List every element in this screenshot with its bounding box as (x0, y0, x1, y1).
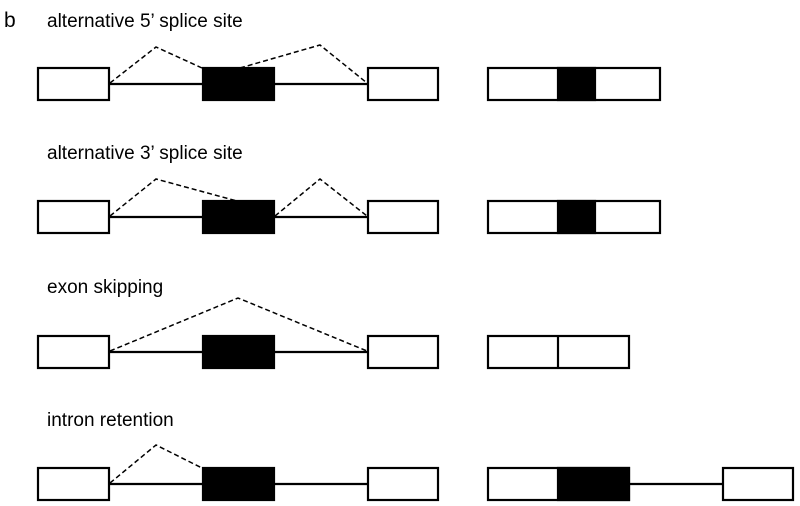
row-exon-skipping: exon skipping (36, 277, 631, 370)
splice-junction (274, 178, 368, 217)
exon-constitutive (366, 334, 440, 370)
splice-junction (109, 444, 203, 484)
row-alt-5-splice-site: alternative 5’ splice site (36, 11, 662, 102)
retained-intron (556, 466, 631, 502)
pre-mrna (36, 44, 440, 102)
exon-alternative (201, 334, 276, 370)
exon-alternative (556, 66, 597, 102)
exon-constitutive (36, 334, 111, 370)
pre-mrna (36, 297, 440, 370)
panel-label: b (4, 9, 16, 32)
mature-mrna (486, 466, 795, 502)
exon-constitutive (366, 199, 440, 235)
row-label: intron retention (47, 410, 174, 431)
exon-constitutive (721, 466, 795, 502)
exon-alternative (201, 199, 276, 235)
exon-constitutive (366, 466, 440, 502)
mature-mrna (486, 334, 631, 370)
pre-mrna (36, 444, 440, 502)
row-label: alternative 5’ splice site (47, 11, 243, 32)
row-alt-3-splice-site: alternative 3’ splice site (36, 143, 662, 235)
exon-constitutive (366, 66, 440, 102)
exon-alternative (201, 66, 276, 102)
splice-junction (109, 46, 203, 84)
exon-constitutive (36, 199, 111, 235)
retained-intron (201, 466, 276, 502)
splice-junction (109, 297, 368, 352)
exon-alternative (556, 199, 597, 235)
mature-mrna (486, 199, 662, 235)
row-label: exon skipping (47, 277, 163, 298)
row-intron-retention: intron retention (36, 410, 795, 502)
pre-mrna (36, 178, 440, 235)
splice-junction (239, 44, 368, 84)
splice-junction (109, 178, 238, 217)
row-label: alternative 3’ splice site (47, 143, 243, 164)
mature-mrna (486, 66, 662, 102)
exon-constitutive (36, 466, 111, 502)
exon-constitutive (36, 66, 111, 102)
